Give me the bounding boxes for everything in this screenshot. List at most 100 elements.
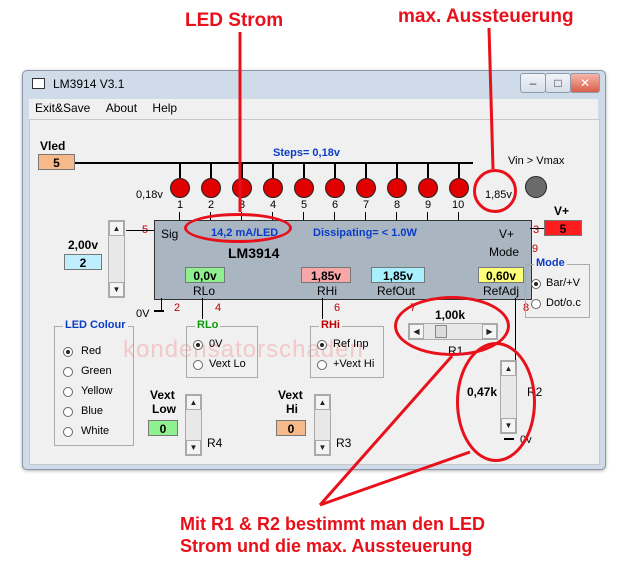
chip-refout-label: RefOut [377,284,416,298]
refadj-value[interactable]: 0,60v [478,267,524,283]
mode-option-bar: Bar/+V [546,277,580,289]
rhi-option-vext: +Vext Hi [333,358,375,370]
led-wire-2 [210,164,212,178]
led-7 [356,178,376,198]
vplus-wire [530,228,544,229]
vext-hi-label2: Hi [286,402,298,416]
radio-rlo-vext[interactable] [193,360,203,370]
option-blue-label: Blue [81,405,104,417]
input-scroll-down[interactable]: ▼ [109,282,124,297]
radio-mode-dot[interactable] [531,299,541,309]
r4-scrollbar[interactable]: ▲ ▼ [185,394,202,456]
led-number-4: 4 [270,199,277,211]
led-number-1: 1 [177,199,184,211]
led-wire-9 [427,164,429,178]
chip-dissipating: Dissipating= < 1.0W [313,227,417,239]
radio-rlo-0v[interactable] [193,340,203,350]
led-number-10: 10 [452,199,465,211]
vext-hi-value[interactable]: 0 [276,420,306,436]
annotation-bottom-line2: Strom und die max. Aussteuerung [180,536,473,556]
annotation-max-aussteuerung: max. Aussteuerung [398,6,574,27]
led-2 [201,178,221,198]
rhi-wire [322,298,323,326]
pin-6: 6 [334,302,341,314]
vext-low-label1: Vext [150,388,175,402]
radio-white[interactable] [63,427,73,437]
led-wire-10 [458,164,460,178]
r3-scroll-down[interactable]: ▼ [315,440,330,455]
chip-rhi-label: RHi [317,284,337,298]
vled-label: Vled [40,139,66,153]
vext-low-value[interactable]: 0 [148,420,178,436]
mode-group: Mode Bar/+V Dot/o.c [525,257,590,318]
radio-red[interactable] [63,347,73,357]
radio-blue[interactable] [63,407,73,417]
pin-8: 8 [523,302,530,314]
radio-rhi-vext[interactable] [317,360,327,370]
menu-help[interactable]: Help [152,101,178,115]
maximize-button[interactable]: □ [545,73,571,93]
r4-scroll-down[interactable]: ▼ [186,440,201,455]
close-button[interactable]: ✕ [570,73,600,93]
vin-vmax-label: Vin > Vmax [508,155,565,167]
vplus-value[interactable]: 5 [544,220,582,236]
option-red-label: Red [81,345,102,357]
rlo-option-vext: Vext Lo [209,358,246,370]
menu-about[interactable]: About [105,101,138,115]
radio-mode-bar[interactable] [531,279,541,289]
vled-value[interactable]: 5 [38,154,75,170]
option-yellow-label: Yellow [81,385,113,397]
annotation-ellipse-r2 [456,342,536,462]
led-colour-group: LED Colour Red Green Yellow Blue White [54,319,134,446]
led-pin-wire-1 [179,212,180,220]
led-number-9: 9 [425,199,432,211]
zero-v-label: 0V [136,308,150,320]
input-value[interactable]: 2 [64,254,102,270]
led-9 [418,178,438,198]
refout-value[interactable]: 1,85v [371,267,425,283]
r3-scroll-up[interactable]: ▲ [315,395,330,410]
r3-scrollbar[interactable]: ▲ ▼ [314,394,331,456]
pin-4: 4 [215,302,222,314]
led-pin-wire-10 [458,212,459,220]
ladder-left-label: 0,18v [136,189,163,201]
led-colour-title: LED Colour [63,319,128,331]
vplus-top-label: V+ [554,204,570,218]
mode-group-title: Mode [534,257,567,269]
r4-scroll-up[interactable]: ▲ [186,395,201,410]
steps-label: Steps= 0,18v [273,147,340,159]
rlo-group: RLo 0V Vext Lo [186,319,258,378]
radio-green[interactable] [63,367,73,377]
pin-2: 2 [174,302,181,314]
led-wire-4 [272,164,274,178]
rhi-value[interactable]: 1,85v [301,267,351,283]
radio-rhi-refinp[interactable] [317,340,327,350]
led-6 [325,178,345,198]
led-3 [232,178,252,198]
radio-yellow[interactable] [63,387,73,397]
rlo-value[interactable]: 0,0v [185,267,225,283]
chip-vplus-label: V+ [499,227,515,241]
arrow-r1 [318,355,454,506]
annotation-ellipse-r1 [394,296,510,356]
input-scrollbar[interactable]: ▲ ▼ [108,220,125,298]
led-pin-wire-8 [396,212,397,220]
led-wire-8 [396,164,398,178]
led-wire-5 [303,164,305,178]
lm3914-chip: Sig 14,2 mA/LED Dissipating= < 1.0W V+ L… [154,220,532,300]
input-scroll-up[interactable]: ▲ [109,221,124,236]
menu-exit-save[interactable]: Exit&Save [35,101,91,115]
title-bar: LM3914 V3.1 – □ ✕ [23,71,605,97]
led-number-7: 7 [363,199,370,211]
led-wire-6 [334,164,336,178]
overload-indicator [525,176,547,198]
led-wire-3 [241,164,243,178]
rhi-option-refinp: Ref Inp [333,338,369,350]
vext-low-label2: Low [152,402,176,416]
app-icon [32,78,45,89]
annotation-ellipse-current [184,213,292,243]
input-voltage-label: 2,00v [68,238,99,252]
vled-wire [75,162,473,164]
gnd-wire [161,298,162,312]
